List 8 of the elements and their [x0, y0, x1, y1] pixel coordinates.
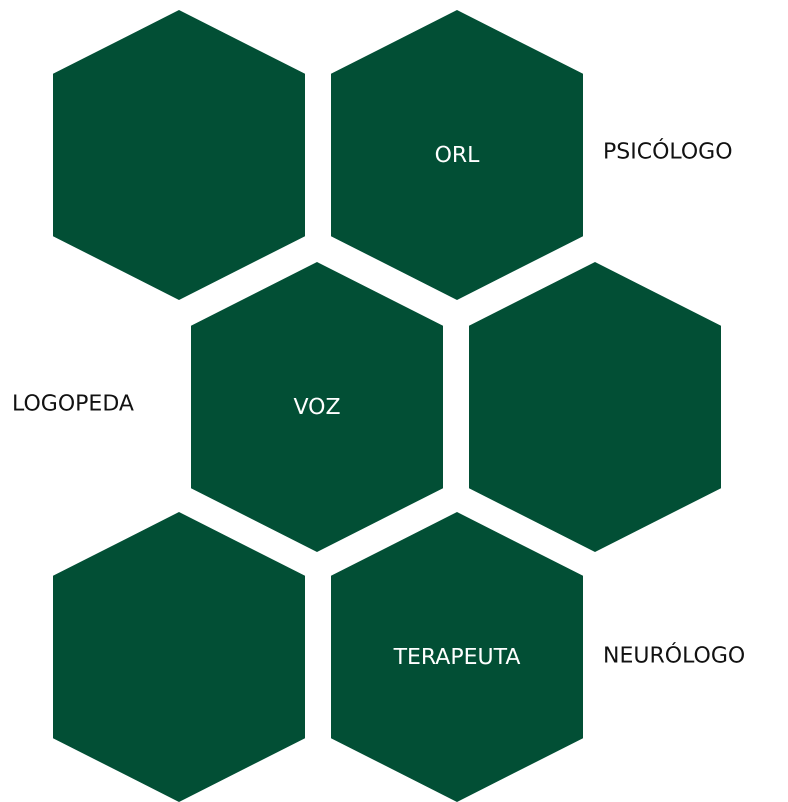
tile-label: VOZ — [293, 394, 341, 420]
tile-label: ORL — [434, 142, 480, 168]
hexagon-tile — [53, 512, 305, 802]
role-label: LOGOPEDA — [12, 392, 134, 416]
hexagon-tile — [331, 512, 583, 802]
role-label: NEURÓLOGO — [603, 644, 746, 668]
role-label: PSICÓLOGO — [603, 140, 733, 164]
tile-label: TERAPEUTA — [394, 644, 520, 670]
